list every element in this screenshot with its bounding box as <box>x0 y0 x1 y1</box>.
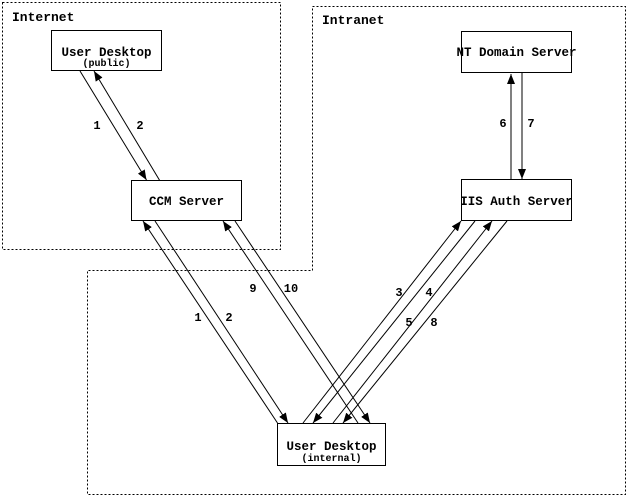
ccm-server-title: CCM Server <box>149 195 224 209</box>
iis-auth-server-box <box>461 179 572 221</box>
node-user-desktop-public: User Desktop (public) <box>51 30 162 71</box>
intranet-zone-label: Intranet <box>322 13 384 28</box>
edge-8-iis-to-internal-desktop <box>342 220 508 424</box>
edge-label-2-public: 2 <box>136 119 143 133</box>
edge-1-public-desktop-to-ccm <box>79 70 147 181</box>
edge-label-10: 10 <box>284 282 298 296</box>
edge-label-6: 6 <box>499 117 506 131</box>
internet-zone-border <box>2 2 281 250</box>
user-desktop-public-subtitle: (public) <box>82 58 130 70</box>
edge-2-ccm-to-public-desktop <box>93 70 161 182</box>
iis-auth-server-title: IIS Auth Server <box>460 195 573 209</box>
edge-4-iis-to-internal-desktop <box>312 220 476 424</box>
edge-5-internal-desktop-to-iis <box>332 220 493 424</box>
edge-label-1-public: 1 <box>93 119 100 133</box>
edge-label-5: 5 <box>405 316 412 330</box>
edge-label-4: 4 <box>425 286 432 300</box>
edge-label-7: 7 <box>527 117 534 131</box>
edge-label-1-internal: 1 <box>194 311 201 325</box>
user-desktop-public-box <box>51 30 162 71</box>
node-ccm-server: CCM Server <box>131 180 242 221</box>
nt-domain-server-title: NT Domain Server <box>456 46 576 60</box>
internet-zone-label: Internet <box>12 10 74 25</box>
edge-1-internal-desktop-to-ccm <box>142 220 278 424</box>
nt-domain-server-box <box>461 31 572 73</box>
edge-label-3: 3 <box>395 286 402 300</box>
edge-9-internal-desktop-to-ccm <box>222 220 359 424</box>
edge-2-ccm-to-internal-desktop <box>154 220 289 424</box>
intranet-zone-border <box>87 6 626 495</box>
node-nt-domain-server: NT Domain Server <box>456 31 577 73</box>
user-desktop-internal-box <box>277 423 386 466</box>
node-iis-auth-server: IIS Auth Server <box>460 179 573 221</box>
edge-10-ccm-to-internal-desktop <box>234 220 371 424</box>
edge-3-internal-desktop-to-iis <box>302 220 462 424</box>
edge-label-2-internal: 2 <box>225 311 232 325</box>
node-user-desktop-internal: User Desktop (internal) <box>277 423 386 466</box>
user-desktop-public-title: User Desktop <box>61 46 151 60</box>
user-desktop-internal-subtitle: (internal) <box>301 453 361 465</box>
edge-label-9: 9 <box>249 282 256 296</box>
ccm-server-box <box>131 180 242 221</box>
edge-label-8: 8 <box>430 316 437 330</box>
user-desktop-internal-title: User Desktop <box>286 440 376 454</box>
